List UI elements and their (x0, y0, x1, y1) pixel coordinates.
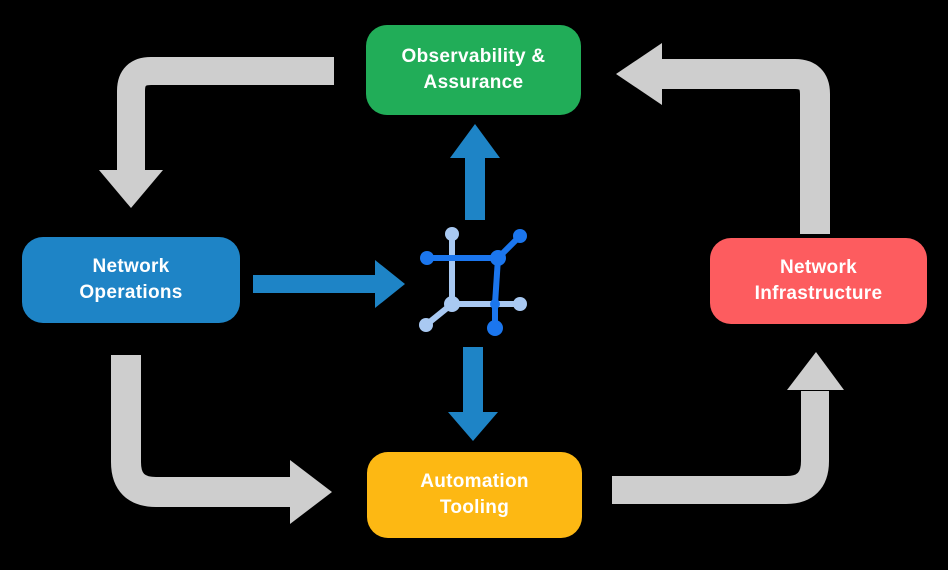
node-network-operations: Network Operations (22, 237, 240, 323)
node-observability-assurance-label: Observability & Assurance (401, 46, 546, 93)
arrow-automation-to-infrastructure (612, 352, 844, 504)
node-network-operations-label: Network Operations (79, 256, 183, 303)
node-automation-tooling: Automation Tooling (367, 452, 582, 538)
arrow-operations-to-core (253, 260, 405, 308)
arrow-core-to-automation (448, 347, 498, 441)
arrow-infrastructure-to-assurance (616, 43, 830, 234)
node-network-infrastructure: Network Infrastructure (710, 238, 927, 324)
network-mesh-icon (419, 227, 527, 336)
node-network-infrastructure-label: Network Infrastructure (754, 257, 883, 304)
arrow-operations-to-automation (111, 355, 332, 524)
node-automation-tooling-label: Automation Tooling (420, 471, 529, 518)
node-observability-assurance: Observability & Assurance (366, 25, 581, 115)
arrow-core-to-assurance (450, 124, 500, 220)
arrow-assurance-to-operations (99, 57, 334, 208)
